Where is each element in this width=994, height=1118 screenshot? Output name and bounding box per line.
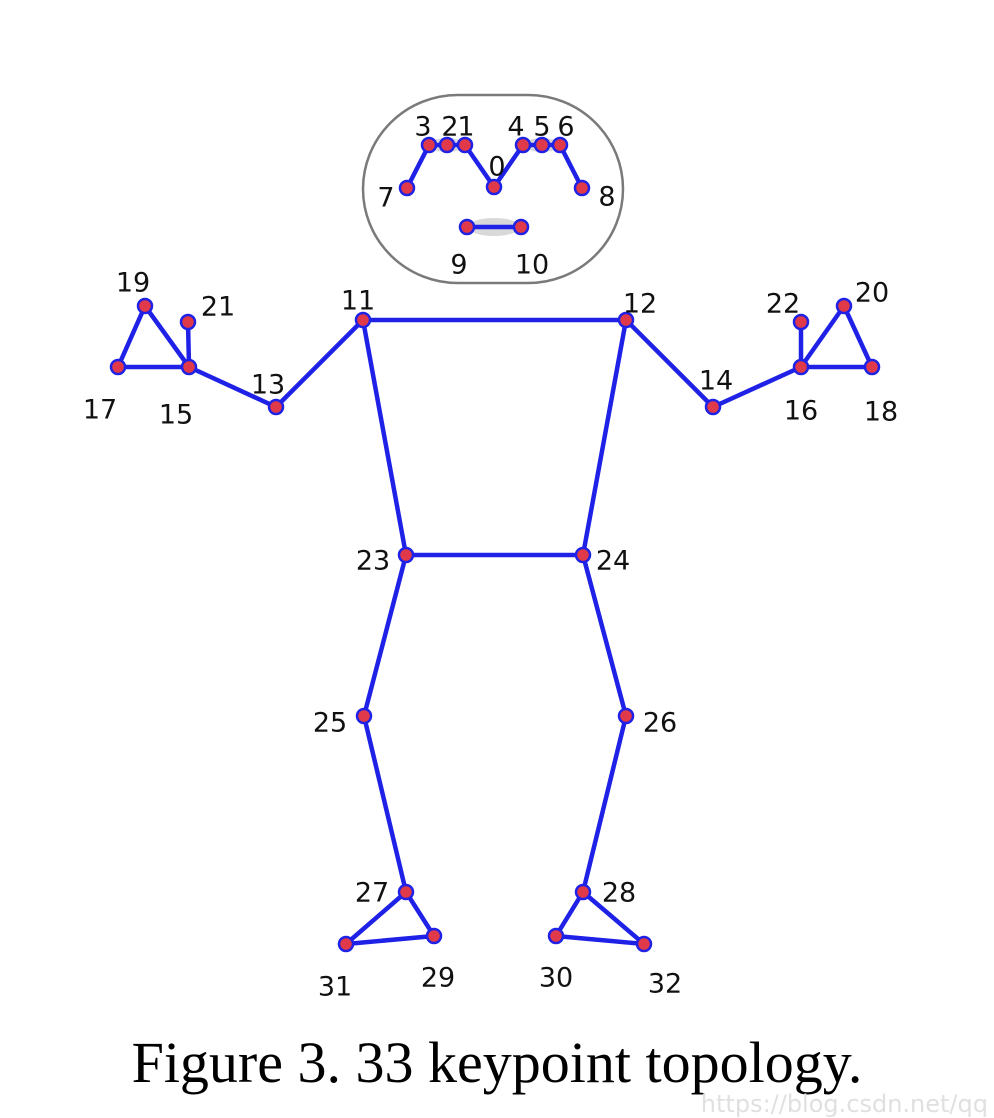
bone-18-20 bbox=[841, 303, 875, 370]
keypoint-label-11: 11 bbox=[341, 286, 375, 317]
keypoint-label-15: 15 bbox=[159, 400, 193, 431]
keypoint-14 bbox=[704, 398, 722, 416]
keypoint-31 bbox=[337, 935, 355, 953]
keypoint-17 bbox=[109, 358, 127, 376]
keypoint-label-28: 28 bbox=[602, 878, 636, 909]
keypoint-label-21: 21 bbox=[201, 292, 235, 323]
bone-28-30 bbox=[553, 889, 586, 939]
keypoint-20 bbox=[835, 297, 853, 315]
keypoint-10 bbox=[512, 218, 530, 236]
keypoint-6 bbox=[551, 136, 569, 154]
keypoint-9 bbox=[458, 218, 476, 236]
keypoint-label-24: 24 bbox=[596, 546, 630, 577]
keypoint-label-25: 25 bbox=[313, 708, 347, 739]
keypoint-27 bbox=[397, 883, 415, 901]
head-outline bbox=[361, 93, 625, 285]
keypoint-2 bbox=[438, 136, 456, 154]
keypoint-label-26: 26 bbox=[643, 708, 677, 739]
keypoint-5 bbox=[533, 136, 551, 154]
bone-24-26 bbox=[580, 552, 629, 719]
keypoint-label-18: 18 bbox=[864, 397, 898, 428]
keypoint-label-14: 14 bbox=[699, 366, 733, 397]
keypoint-label-27: 27 bbox=[355, 878, 389, 909]
bone-23-25 bbox=[361, 552, 409, 719]
keypoint-label-13: 13 bbox=[251, 370, 285, 401]
keypoint-label-16: 16 bbox=[784, 396, 818, 427]
keypoint-16 bbox=[792, 358, 810, 376]
keypoint-label-1: 1 bbox=[457, 112, 474, 143]
bone-16-20 bbox=[798, 303, 847, 370]
bone-13-15 bbox=[186, 364, 279, 410]
bone-26-28 bbox=[580, 713, 629, 895]
keypoint-label-0: 0 bbox=[488, 152, 505, 183]
bone-12-24 bbox=[580, 317, 629, 558]
keypoint-label-4: 4 bbox=[507, 112, 524, 143]
keypoint-15 bbox=[180, 358, 198, 376]
keypoint-28 bbox=[574, 883, 592, 901]
keypoint-3 bbox=[420, 136, 438, 154]
bone-28-32 bbox=[580, 889, 647, 947]
keypoint-label-12: 12 bbox=[623, 289, 657, 320]
bone-27-31 bbox=[343, 889, 409, 947]
bone-0-4 bbox=[491, 142, 526, 190]
bone-25-27 bbox=[361, 713, 409, 895]
keypoint-1 bbox=[456, 136, 474, 154]
keypoint-11 bbox=[354, 311, 372, 329]
bone-11-13 bbox=[273, 317, 366, 410]
keypoint-label-31: 31 bbox=[318, 972, 352, 1003]
keypoint-24 bbox=[574, 546, 592, 564]
skeleton-bones bbox=[115, 142, 875, 947]
keypoint-21 bbox=[179, 313, 197, 331]
keypoint-26 bbox=[617, 707, 635, 725]
keypoint-32 bbox=[635, 935, 653, 953]
keypoint-label-17: 17 bbox=[83, 395, 117, 426]
keypoint-23 bbox=[397, 546, 415, 564]
keypoint-4 bbox=[514, 136, 532, 154]
bone-14-16 bbox=[710, 364, 804, 410]
keypoint-label-8: 8 bbox=[598, 182, 615, 213]
keypoint-7 bbox=[398, 179, 416, 197]
keypoint-label-10: 10 bbox=[515, 250, 549, 281]
keypoint-13 bbox=[267, 398, 285, 416]
keypoint-label-30: 30 bbox=[539, 963, 573, 994]
keypoint-22 bbox=[792, 313, 810, 331]
keypoint-label-6: 6 bbox=[557, 112, 574, 143]
keypoint-label-23: 23 bbox=[356, 546, 390, 577]
keypoint-18 bbox=[863, 358, 881, 376]
keypoint-label-19: 19 bbox=[116, 268, 150, 299]
keypoint-0 bbox=[485, 178, 503, 196]
keypoint-30 bbox=[547, 927, 565, 945]
bone-30-32 bbox=[553, 933, 647, 947]
bone-11-23 bbox=[360, 317, 409, 558]
watermark-text: https://blog.csdn.net/qq bbox=[700, 1090, 988, 1118]
bone-27-29 bbox=[403, 889, 437, 939]
bone-29-31 bbox=[343, 933, 437, 947]
keypoint-29 bbox=[425, 927, 443, 945]
keypoint-label-2: 2 bbox=[441, 112, 458, 143]
bone-17-19 bbox=[115, 303, 148, 370]
bone-15-19 bbox=[142, 303, 192, 370]
keypoint-19 bbox=[136, 297, 154, 315]
keypoint-12 bbox=[617, 311, 635, 329]
bone-0-1 bbox=[462, 142, 497, 190]
keypoint-label-5: 5 bbox=[533, 112, 550, 143]
bone-12-14 bbox=[623, 317, 716, 410]
keypoint-label-7: 7 bbox=[377, 183, 394, 214]
keypoint-label-20: 20 bbox=[855, 278, 889, 309]
keypoint-label-32: 32 bbox=[648, 969, 682, 1000]
keypoint-label-29: 29 bbox=[421, 963, 455, 994]
skeleton-joints bbox=[109, 136, 881, 953]
figure-caption: Figure 3. 33 keypoint topology. bbox=[131, 1030, 863, 1095]
keypoint-label-3: 3 bbox=[414, 112, 431, 143]
keypoint-8 bbox=[573, 179, 591, 197]
keypoint-label-22: 22 bbox=[766, 289, 800, 320]
keypoint-label-9: 9 bbox=[450, 250, 467, 281]
keypoint-25 bbox=[355, 707, 373, 725]
